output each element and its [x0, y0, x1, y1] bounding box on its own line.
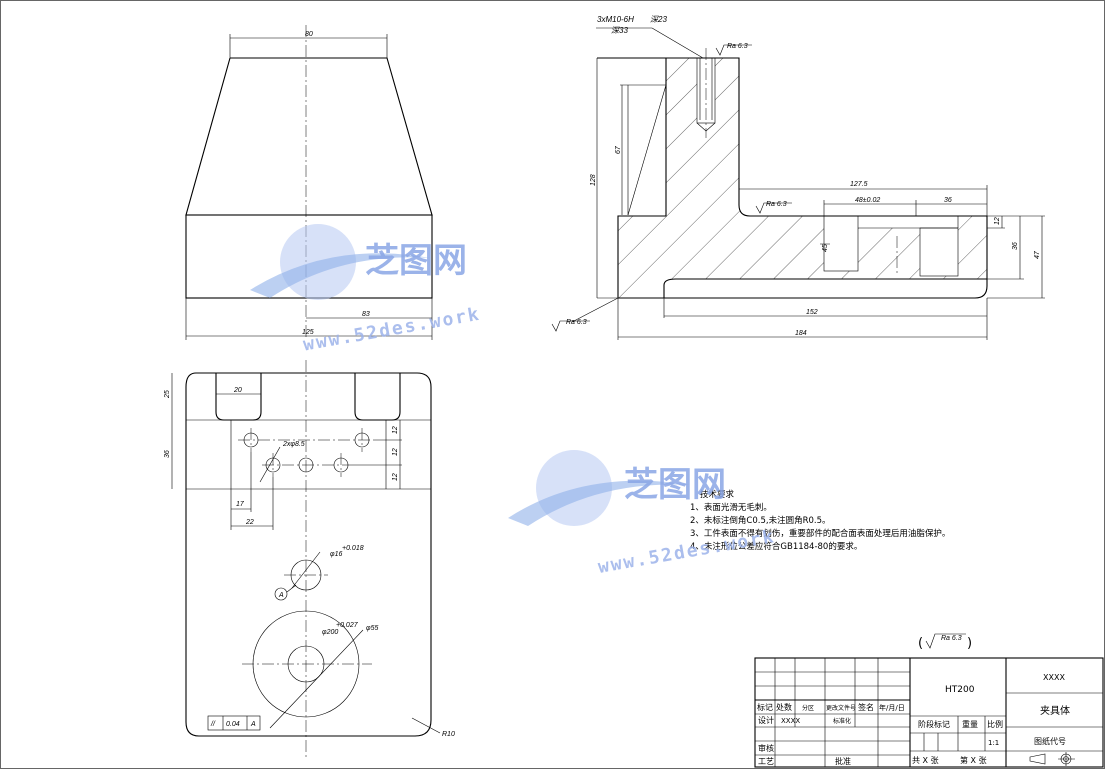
notes-title: 技术要求 [700, 489, 735, 500]
general-roughness-value: Ra 6.3 [941, 635, 962, 642]
tb-process-label: 工艺 [758, 757, 774, 766]
bore-big-dim: φ55 [366, 625, 378, 632]
gdt-parallel-datum: A [250, 721, 256, 728]
dim-127-5: 127.5 [850, 181, 868, 188]
dim-48: 48±0.02 [855, 197, 880, 204]
dim-47: 47 [1034, 250, 1041, 259]
tb-designer-value: XXXX [781, 717, 800, 725]
thread-callout: 3xM10-6H [597, 15, 634, 24]
tb-weight-label: 重量 [962, 719, 978, 729]
datum-label: A [278, 592, 284, 599]
dim-band-height: 36 [164, 450, 171, 458]
tb-scale-value: 1:1 [988, 739, 999, 747]
bore-small-tol: +0.018 [342, 545, 364, 552]
ra-bottom: Ra 6.3 [566, 319, 587, 326]
tb-sheet-no: 第 X 张 [960, 755, 987, 765]
watermark-url-1: www.52des.work [302, 304, 483, 356]
tb-review-label: 审核 [758, 743, 774, 753]
dim-36-vert: 36 [1012, 242, 1019, 250]
svg-text:): ) [967, 636, 972, 651]
tb-place: 处数 [776, 702, 792, 712]
dim-12-a: 12 [392, 426, 399, 434]
watermark-brand-1: 芝图网 [365, 241, 467, 281]
note-3: 3、工件表面不得有划伤，重要部件的配合面表面处理后用油脂保护。 [690, 528, 950, 539]
drill-depth: 深33 [611, 26, 628, 35]
gdt-parallel-symbol: // [210, 721, 216, 728]
tb-mark: 标记 [757, 702, 773, 712]
dim-17: 17 [236, 501, 245, 508]
dim-slot-width: 20 [233, 387, 242, 394]
dim-22: 22 [245, 519, 254, 526]
dim-12: 12 [994, 217, 1001, 225]
note-2: 2、未标注倒角C0.5,未注圆角R0.5。 [690, 515, 831, 526]
tb-date: 年/月/日 [879, 703, 905, 712]
dim-152: 152 [806, 309, 818, 316]
tb-scale-label: 比例 [987, 719, 1003, 729]
tb-drawing-no: 图纸代号 [1034, 736, 1066, 746]
watermark-2: 芝图网 www.52des.work [508, 450, 777, 578]
tb-stage-label: 阶段标记 [918, 719, 950, 729]
tb-approve-label: 批准 [835, 756, 851, 766]
watermark-1: 芝图网 www.52des.work [250, 224, 482, 356]
svg-text:(: ( [918, 636, 923, 651]
ra-mid: Ra 6.3 [766, 201, 787, 208]
title-block: 标记 处数 分区 更改文件号 签名 年/月/日 设计 XXXX 标准化 审核 工… [754, 657, 1104, 768]
ra-top: Ra 6.3 [727, 43, 748, 50]
general-roughness: ( Ra 6.3 ) [918, 633, 972, 651]
dim-hole-callout: 2xφ8.5 [282, 441, 305, 448]
projection-symbol-icon [1029, 752, 1075, 766]
dim-12-c: 12 [392, 473, 399, 481]
dim-12-b: 12 [392, 448, 399, 456]
dim-inner-width: 83 [362, 311, 370, 318]
tb-company: XXXX [1043, 673, 1065, 682]
tb-material: HT200 [945, 685, 975, 695]
dim-top-width: 80 [305, 31, 313, 38]
note-4: 4、未注形位公差应符合GB1184-80的要求。 [690, 541, 862, 552]
dim-slot-small: 45 [822, 244, 829, 252]
dim-36: 36 [944, 197, 952, 204]
dim-128: 128 [590, 174, 597, 186]
note-1: 1、表面光滑无毛刺。 [690, 502, 772, 513]
tb-zone: 分区 [802, 704, 814, 712]
technical-notes: 技术要求 1、表面光滑无毛刺。 2、未标注倒角C0.5,未注圆角R0.5。 3、… [690, 489, 950, 552]
tb-part-name: 夹具体 [1040, 704, 1070, 717]
plan-view: 25 36 20 2xφ8.5 12 12 12 17 22 [164, 360, 455, 757]
dim-67: 67 [615, 145, 622, 154]
tb-designer-label: 设计 [758, 715, 774, 725]
dim-slot-depth: 25 [164, 390, 171, 399]
tb-doc: 更改文件号 [826, 704, 856, 712]
tb-sheet-total: 共 X 张 [912, 756, 939, 765]
bore-small-dim: φ16 [330, 551, 342, 558]
watermark-brand-2: 芝图网 [624, 465, 726, 505]
tb-standard-label: 标准化 [833, 717, 851, 725]
section-view: 3xM10-6H 深23 深33 Ra 6.3 Ra 6.3 Ra 6.3 12… [551, 15, 1045, 340]
corner-radius-dim: R10 [442, 731, 455, 738]
thread-callout-suffix: 深23 [650, 15, 667, 24]
dim-184: 184 [795, 330, 807, 337]
bore-tol: +0.027 [336, 622, 359, 629]
dim-bottom-width: 125 [302, 329, 314, 336]
tb-sign: 签名 [858, 702, 874, 712]
bore-mid-dim: φ200 [322, 629, 338, 636]
gdt-parallel-value: 0.04 [226, 721, 240, 728]
